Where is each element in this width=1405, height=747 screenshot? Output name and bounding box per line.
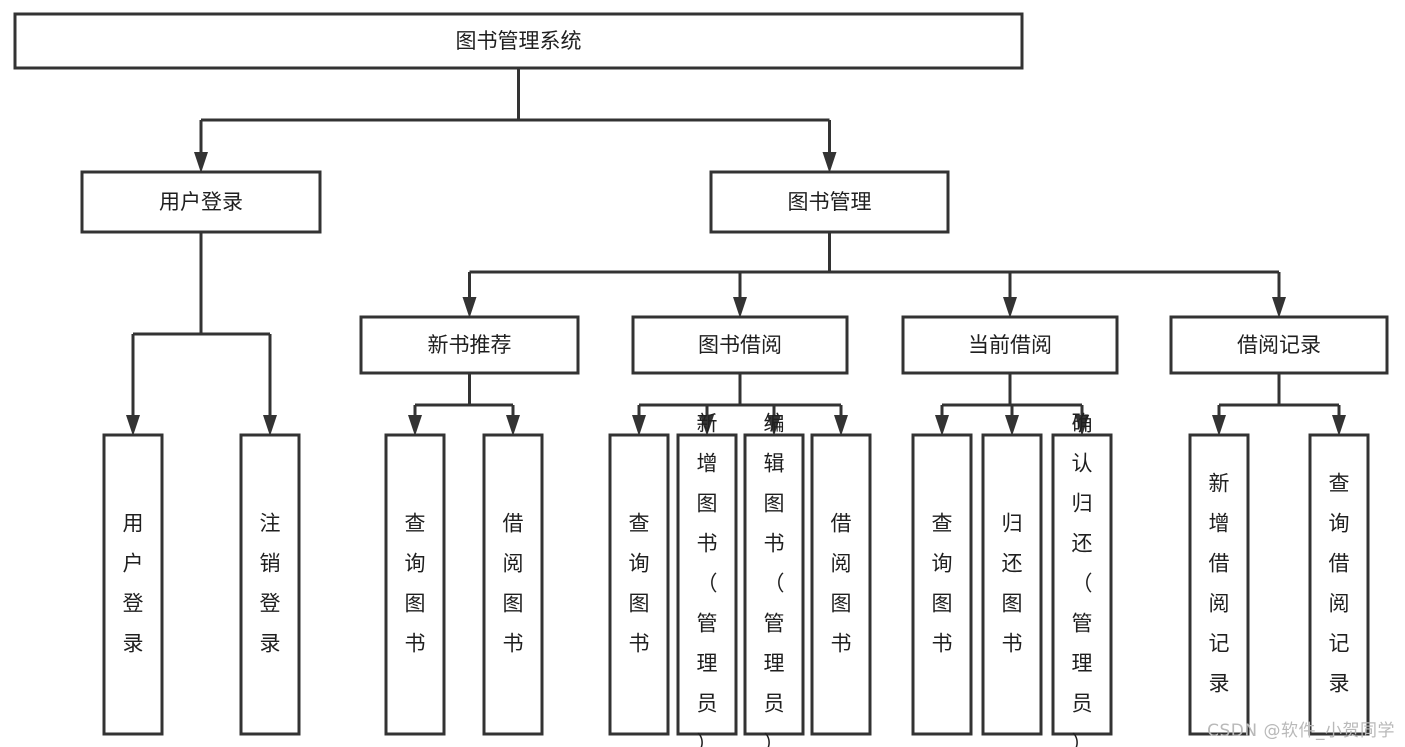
node-n-login[interactable]: 用户登录 bbox=[80, 170, 322, 234]
node-label: 确认归还（管理员） bbox=[1072, 412, 1093, 747]
node-box[interactable] bbox=[482, 433, 544, 736]
node-n-record[interactable]: 借阅记录 bbox=[1169, 315, 1389, 375]
node-label: 当前借阅 bbox=[968, 333, 1052, 357]
connector-arrow-icon bbox=[834, 415, 848, 436]
connector-arrow-icon bbox=[408, 415, 422, 436]
node-box[interactable] bbox=[810, 433, 872, 736]
node-box[interactable] bbox=[1188, 433, 1250, 736]
node-label: 用户登录 bbox=[159, 190, 243, 214]
connector-arrow-icon bbox=[632, 415, 646, 436]
node-l-cb-return[interactable]: 归还图书 bbox=[981, 433, 1043, 736]
node-label: 查询图书 bbox=[932, 512, 953, 656]
node-label: 查询图书 bbox=[405, 512, 426, 656]
node-box[interactable] bbox=[80, 170, 322, 234]
node-box[interactable] bbox=[911, 433, 973, 736]
node-box[interactable] bbox=[239, 433, 301, 736]
node-l-bw-edit[interactable]: 编辑图书（管理员） bbox=[743, 412, 805, 747]
connector-arrow-icon bbox=[462, 297, 477, 318]
node-label: 借阅图书 bbox=[831, 512, 852, 656]
connector-arrow-icon bbox=[1075, 415, 1089, 436]
node-root[interactable]: 图书管理系统 bbox=[13, 12, 1024, 70]
connector-arrow-icon bbox=[767, 415, 781, 436]
node-l-cb-confirm[interactable]: 确认归还（管理员） bbox=[1051, 412, 1113, 747]
node-box[interactable] bbox=[676, 433, 738, 736]
connector-arrow-icon bbox=[1003, 297, 1017, 318]
node-l-nb-query[interactable]: 查询图书 bbox=[384, 433, 446, 736]
node-l-bw-add[interactable]: 新增图书（管理员） bbox=[676, 412, 738, 747]
node-box[interactable] bbox=[359, 315, 580, 375]
connector-arrow-icon bbox=[935, 415, 949, 436]
node-n-borrow[interactable]: 图书借阅 bbox=[631, 315, 849, 375]
node-box[interactable] bbox=[13, 12, 1024, 70]
connector-layer bbox=[126, 68, 1346, 436]
connector-arrow-icon bbox=[263, 415, 277, 436]
node-label: 查询图书 bbox=[629, 512, 650, 656]
node-n-current[interactable]: 当前借阅 bbox=[901, 315, 1119, 375]
node-label: 借阅记录 bbox=[1237, 333, 1321, 357]
connector-arrow-icon bbox=[126, 415, 140, 436]
node-box[interactable] bbox=[1308, 433, 1370, 736]
node-l-userlogin[interactable]: 用户登录 bbox=[102, 433, 164, 736]
connector-arrow-icon bbox=[194, 152, 208, 173]
connector-arrow-icon bbox=[1212, 415, 1226, 436]
node-box[interactable] bbox=[102, 433, 164, 736]
node-label: 用户登录 bbox=[123, 512, 144, 656]
connector-arrow-icon bbox=[506, 415, 520, 436]
node-label: 图书管理系统 bbox=[456, 29, 582, 53]
node-box[interactable] bbox=[608, 433, 670, 736]
node-label: 编辑图书（管理员） bbox=[764, 412, 785, 747]
node-label: 图书借阅 bbox=[698, 333, 782, 357]
node-label: 归还图书 bbox=[1002, 512, 1023, 656]
node-label: 借阅图书 bbox=[503, 512, 524, 656]
node-box[interactable] bbox=[901, 315, 1119, 375]
connector-arrow-icon bbox=[1332, 415, 1346, 436]
connector-arrow-icon bbox=[822, 152, 837, 173]
node-l-nb-borrow[interactable]: 借阅图书 bbox=[482, 433, 544, 736]
node-label: 注销登录 bbox=[260, 512, 281, 656]
connector-arrow-icon bbox=[1005, 415, 1019, 436]
node-l-cb-query[interactable]: 查询图书 bbox=[911, 433, 973, 736]
node-box[interactable] bbox=[709, 170, 950, 234]
node-l-rc-query[interactable]: 查询借阅记录 bbox=[1308, 433, 1370, 736]
node-box[interactable] bbox=[631, 315, 849, 375]
node-label: 新增借阅记录 bbox=[1209, 472, 1230, 696]
node-n-bookmgmt[interactable]: 图书管理 bbox=[709, 170, 950, 234]
node-box[interactable] bbox=[1169, 315, 1389, 375]
connector-arrow-icon bbox=[733, 297, 747, 318]
connector-arrow-icon bbox=[1272, 297, 1286, 318]
node-layer: 图书管理系统用户登录图书管理新书推荐图书借阅当前借阅借阅记录用户登录注销登录查询… bbox=[13, 12, 1389, 747]
node-box[interactable] bbox=[743, 433, 805, 736]
node-l-bw-query[interactable]: 查询图书 bbox=[608, 433, 670, 736]
node-l-logout[interactable]: 注销登录 bbox=[239, 433, 301, 736]
node-box[interactable] bbox=[384, 433, 446, 736]
node-label: 新书推荐 bbox=[428, 333, 512, 357]
node-box[interactable] bbox=[981, 433, 1043, 736]
node-label: 图书管理 bbox=[788, 190, 872, 214]
node-l-rc-add[interactable]: 新增借阅记录 bbox=[1188, 433, 1250, 736]
node-l-bw-lend[interactable]: 借阅图书 bbox=[810, 433, 872, 736]
node-n-newbook[interactable]: 新书推荐 bbox=[359, 315, 580, 375]
connector-arrow-icon bbox=[700, 415, 714, 436]
node-box[interactable] bbox=[1051, 433, 1113, 736]
node-label: 新增图书（管理员） bbox=[697, 412, 718, 747]
node-label: 查询借阅记录 bbox=[1329, 472, 1350, 696]
